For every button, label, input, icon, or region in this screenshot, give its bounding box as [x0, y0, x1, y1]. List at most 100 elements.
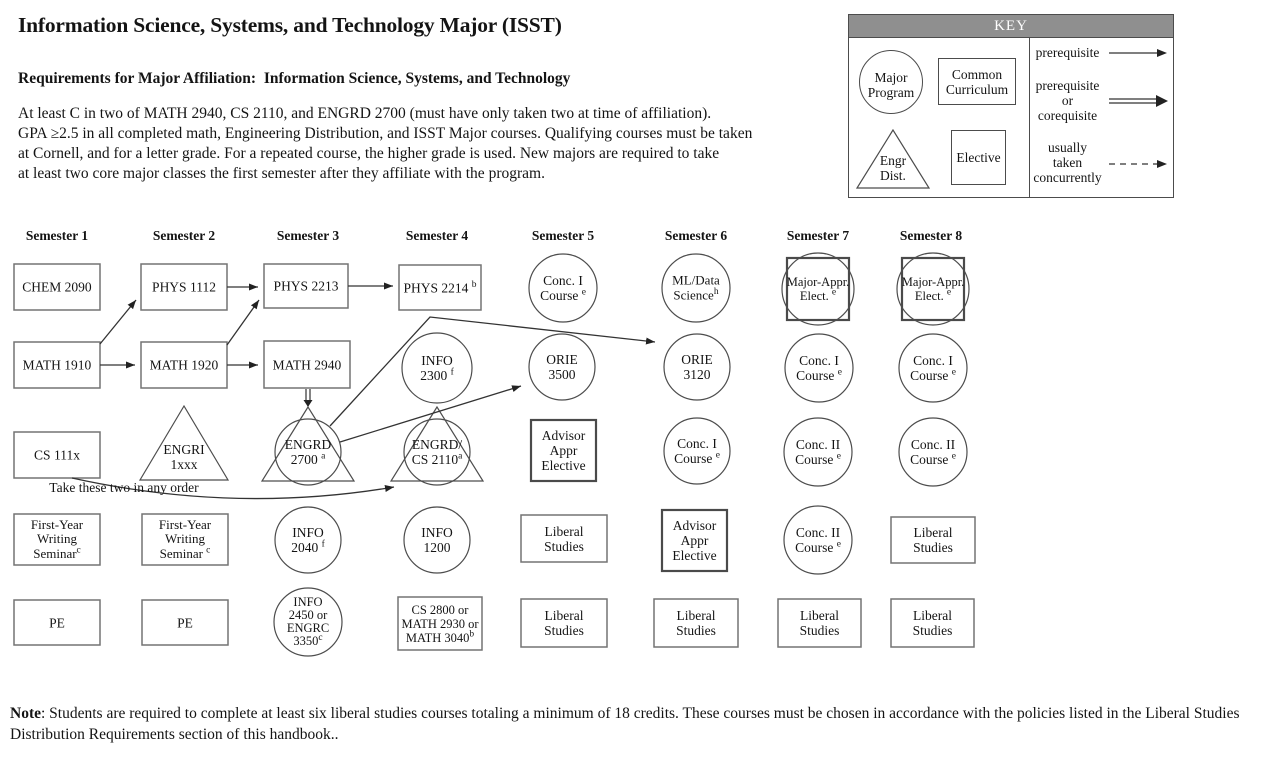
node-shape-phys2214: [398, 264, 482, 311]
key-engr-dist-triangle: [855, 128, 931, 189]
node-shape-cs2800: [397, 596, 483, 651]
edge-math-1910-to-phys-1112: [99, 299, 137, 345]
node-shape-conc1_s8: [898, 333, 968, 403]
key-elective-rect: [951, 130, 1006, 185]
key-major-program-circle: [859, 50, 923, 114]
node-phys2213: PHYS 2213: [273, 278, 339, 294]
key-elective-label: Elective: [956, 150, 1001, 165]
node-shape-info2040: [274, 506, 342, 574]
node-shape-info1200: [403, 506, 471, 574]
prerequisite-or-corequisite-arrow-icon: [1109, 95, 1168, 108]
node-shape-phys1112: [140, 263, 228, 311]
edge-engrd-2700-to-orie-3120: [329, 316, 656, 427]
affiliation-heading: Requirements for Major Affiliation: Info…: [18, 70, 571, 87]
node-shape-majorappr_s7: [781, 252, 855, 326]
key-engr-dist-label: Engr Dist.: [879, 153, 907, 184]
node-shape-libstud_s5a: [520, 514, 608, 563]
node-shape-conc2_s7b: [783, 505, 853, 575]
node-shape-libstud_s8a: [890, 516, 976, 564]
node-shape-pe2: [141, 599, 229, 646]
node-math1910: MATH 1910: [22, 357, 92, 373]
node-shape-engrdcs2110: [403, 418, 471, 486]
node-shape-majorappr_s7: [785, 256, 851, 322]
node-shape-info2450: [273, 587, 343, 657]
node-shape-orie3120: [663, 333, 731, 401]
node-shape-fyws1: [13, 513, 101, 566]
node-shape-engrd2700: [260, 405, 356, 482]
node-shape-conc1_s5: [528, 253, 598, 323]
semester-header-3: Semester 3: [276, 228, 340, 243]
usually-taken-concurrently-arrow-icon: [1109, 159, 1167, 168]
node-shape-math1920: [140, 341, 228, 389]
key-title: KEY: [849, 15, 1173, 38]
node-shape-mldata: [661, 253, 731, 323]
node-phys2214: PHYS 2214 b: [403, 279, 477, 295]
node-shape-advisor_s5: [529, 418, 598, 483]
semester-header-6: Semester 6: [664, 228, 728, 243]
key-coreq-label: prerequisite or corequisite: [1035, 77, 1100, 123]
node-shape-conc2_s7a: [783, 417, 853, 487]
node-shape-majorappr_s8: [900, 256, 966, 322]
semester-header-5: Semester 5: [531, 228, 595, 243]
node-phys1112: PHYS 1112: [152, 279, 216, 295]
key-major-program-label: Major Program: [867, 70, 915, 101]
note-text: : Students are required to complete at l…: [10, 705, 1240, 743]
node-shape-chem2090: [13, 263, 101, 311]
edge-engrd-2700-to-orie-3500: [339, 385, 522, 443]
order-note: Take these two in any order: [49, 480, 199, 495]
prerequisite-arrow-icon: [1109, 49, 1167, 58]
page-title: Information Science, Systems, and Techno…: [18, 13, 562, 37]
key-legend: KEY Major Program Common Curriculum Engr…: [848, 14, 1174, 198]
edge-cs-111x-to-engrd-cs-2110: [71, 477, 395, 500]
node-pe1: PE: [49, 614, 65, 630]
semester-header-2: Semester 2: [152, 228, 216, 243]
node-shape-conc2_s8: [898, 417, 968, 487]
node-shape-conc1_s6: [663, 417, 731, 485]
note-label: Note: [10, 705, 41, 722]
node-shape-info2300: [401, 332, 473, 404]
key-common-curriculum-rect: [938, 58, 1016, 105]
edge-math-2940-to-engrd-2700-head: [303, 400, 313, 407]
node-shape-libstud_s5b: [520, 598, 608, 648]
node-shape-orie3500: [528, 333, 596, 401]
node-math2940: MATH 2940: [272, 356, 342, 372]
node-shape-majorappr_s8: [896, 252, 970, 326]
key-concurrent-label: usually taken concurrently: [1033, 140, 1102, 186]
node-pe2: PE: [177, 614, 193, 630]
semester-header-7: Semester 7: [786, 228, 850, 243]
node-shape-pe1: [13, 599, 101, 646]
key-prerequisite-row: prerequisite: [1032, 45, 1169, 61]
node-cs111x: CS 111x: [34, 447, 80, 463]
node-shape-engrdcs2110: [389, 405, 485, 482]
semester-header-1: Semester 1: [25, 228, 89, 243]
key-coreq-row: prerequisite or corequisite: [1032, 77, 1169, 124]
node-shape-phys2213: [263, 263, 349, 309]
key-divider: [1029, 38, 1030, 198]
key-body: Major Program Common Curriculum Engr Dis…: [849, 38, 1173, 198]
node-shape-libstud_s7: [777, 598, 862, 648]
node-shape-engri1xxx: [138, 404, 230, 481]
